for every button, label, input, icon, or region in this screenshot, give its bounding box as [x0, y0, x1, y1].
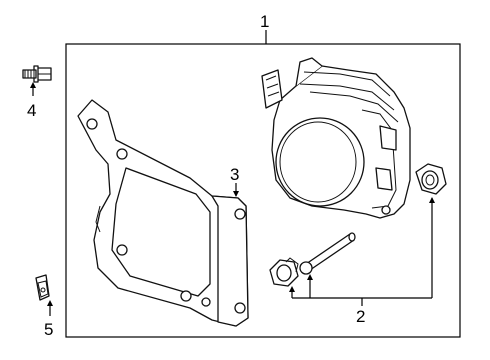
mounting-bracket [77, 99, 249, 327]
clip-nut [35, 274, 50, 301]
stud-pin [299, 232, 356, 275]
radar-sensor [261, 57, 411, 219]
callout-3-label: 3 [230, 165, 239, 184]
callout-2-label: 2 [356, 307, 365, 326]
callout-3: 3 [230, 165, 239, 197]
callout-1-label: 1 [260, 12, 269, 31]
callout-1: 1 [260, 12, 269, 44]
callout-5: 5 [44, 300, 53, 339]
callout-5-label: 5 [44, 320, 53, 339]
bolt [22, 65, 52, 83]
callout-2: 2 [289, 197, 435, 326]
sleeve-grommet [415, 163, 447, 195]
nut [269, 257, 299, 287]
callout-4-label: 4 [27, 101, 36, 120]
callout-4: 4 [27, 82, 36, 120]
assembly-frame [65, 43, 461, 338]
